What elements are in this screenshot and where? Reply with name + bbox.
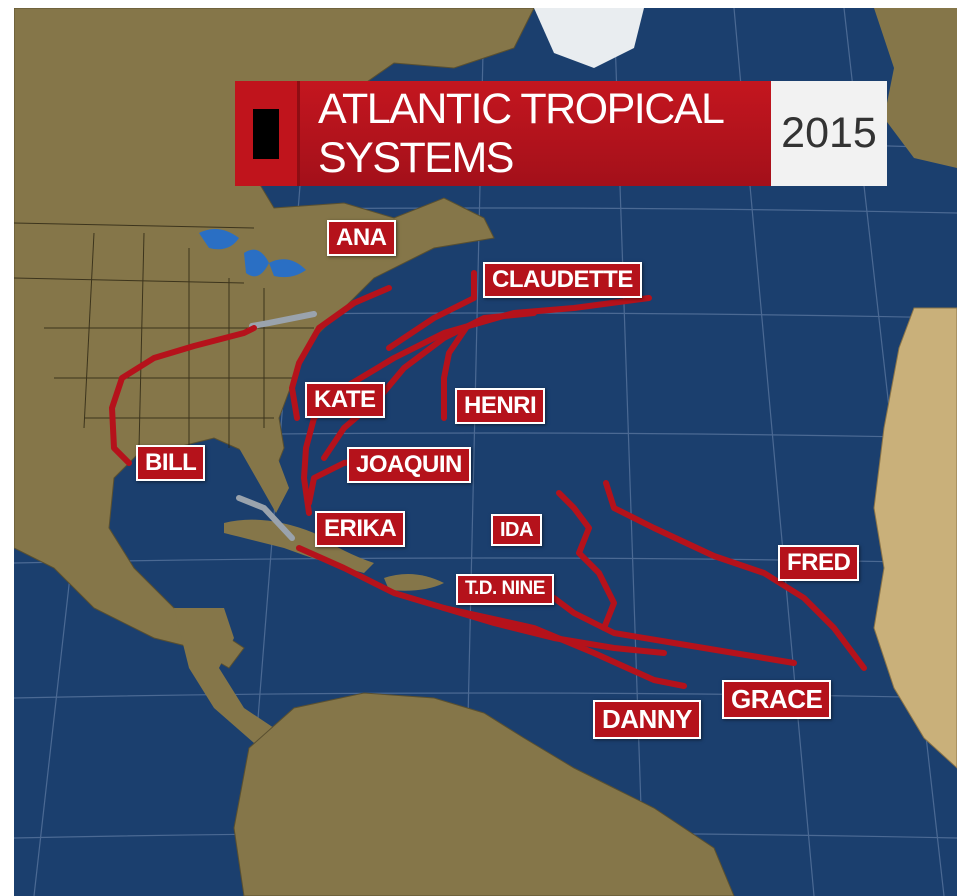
- europe-land: [874, 8, 957, 168]
- storm-label-henri: HENRI: [455, 388, 546, 425]
- map-year: 2015: [771, 81, 887, 186]
- greenland-land: [534, 8, 644, 68]
- track-grace: [551, 595, 797, 666]
- storm-label-fred: FRED: [778, 545, 860, 582]
- gray-tracks: [236, 311, 317, 541]
- storm-tracks: [109, 270, 867, 689]
- track-bill: [109, 325, 257, 466]
- central-america-land: [174, 608, 274, 743]
- florida-land: [239, 448, 289, 513]
- track-ida: [556, 490, 617, 631]
- storm-label-kate: KATE: [305, 382, 385, 419]
- track-kate: [321, 310, 537, 461]
- storm-label-danny: DANNY: [593, 700, 701, 739]
- storm-label-ana: ANA: [327, 220, 396, 257]
- great-lakes: [199, 229, 306, 278]
- track-danny: [441, 605, 687, 689]
- title-banner: ATLANTIC TROPICAL SYSTEMS 2015: [235, 81, 887, 186]
- storm-label-joaquin: JOAQUIN: [347, 447, 471, 484]
- storm-label-td-nine: T.D. NINE: [456, 574, 554, 605]
- track-joaquin: [301, 295, 652, 516]
- hispaniola-land: [384, 574, 444, 591]
- logo-box: [235, 81, 300, 186]
- storm-label-ida: IDA: [491, 514, 542, 546]
- africa-land: [873, 307, 957, 769]
- logo-square-icon: [253, 108, 279, 159]
- storm-label-claudette: CLAUDETTE: [483, 262, 642, 299]
- track-ana: [289, 285, 392, 421]
- south-america-land: [233, 692, 735, 896]
- track-td-nine: [296, 545, 667, 656]
- storm-label-bill: BILL: [136, 445, 206, 482]
- track-fred: [603, 480, 867, 671]
- map-title: ATLANTIC TROPICAL SYSTEMS: [300, 81, 771, 186]
- track-henri: [441, 325, 469, 421]
- map-stage: ATLANTIC TROPICAL SYSTEMS 2015 ANA BILL …: [14, 8, 957, 896]
- track-claudette: [386, 270, 477, 351]
- storm-label-erika: ERIKA: [315, 511, 406, 548]
- storm-label-grace: GRACE: [722, 680, 832, 719]
